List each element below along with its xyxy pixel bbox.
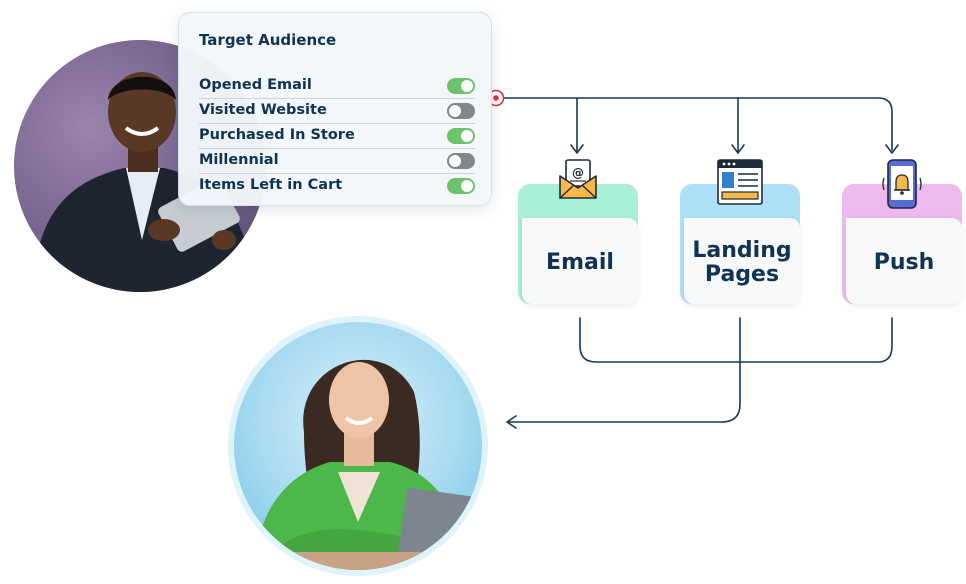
audience-row-label: Millennial <box>199 152 279 168</box>
channel-email-label: Email <box>546 250 614 275</box>
toggle-knob <box>461 80 473 92</box>
audience-row: Millennial <box>199 150 475 174</box>
audience-row-label: Visited Website <box>199 102 327 118</box>
phone-bell-icon <box>882 158 922 214</box>
envelope-at-icon: @ <box>558 158 598 206</box>
channel-push-label: Push <box>873 250 935 275</box>
toggle-knob <box>449 105 461 117</box>
audience-row: Opened Email <box>199 75 475 99</box>
audience-title: Target Audience <box>199 31 337 49</box>
channel-push-card[interactable]: Push <box>842 159 962 304</box>
toggle-knob <box>461 130 473 142</box>
woman-photo <box>234 322 482 570</box>
channel-push-face: Push <box>846 218 962 304</box>
channel-email-card[interactable]: @ Email <box>518 159 638 304</box>
audience-row: Items Left in Cart <box>199 175 475 199</box>
audience-row-label: Opened Email <box>199 77 312 93</box>
audience-toggle[interactable] <box>447 178 475 194</box>
audience-toggle[interactable] <box>447 103 475 119</box>
channel-landing-pages-card[interactable]: Landing Pages <box>680 159 800 304</box>
toggle-knob <box>461 180 473 192</box>
channel-email-face: Email <box>522 218 638 304</box>
audience-row: Purchased In Store <box>199 125 475 149</box>
audience-toggle[interactable] <box>447 153 475 169</box>
toggle-knob <box>449 155 461 167</box>
audience-row: Visited Website <box>199 100 475 124</box>
webpage-icon <box>716 158 764 210</box>
audience-toggle[interactable] <box>447 78 475 94</box>
audience-row-label: Purchased In Store <box>199 127 355 143</box>
audience-row-label: Items Left in Cart <box>199 177 343 193</box>
channel-landing-pages-label: Landing Pages <box>692 238 792 287</box>
channel-landing-pages-face: Landing Pages <box>684 218 800 304</box>
svg-text:@: @ <box>572 166 584 180</box>
audience-toggle[interactable] <box>447 128 475 144</box>
